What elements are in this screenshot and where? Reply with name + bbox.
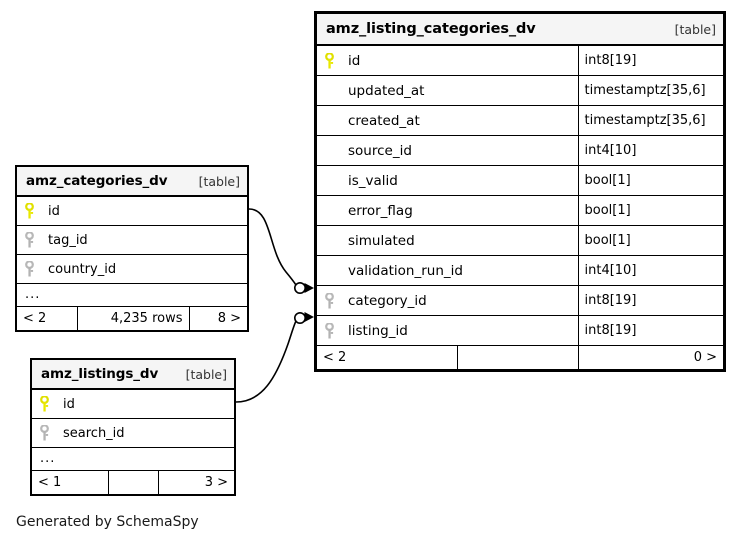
foreign-key-icon [40, 424, 59, 442]
relationship-endpoint-circle [293, 281, 306, 294]
no-key-spacer [325, 172, 344, 190]
row-count-label [456, 345, 578, 369]
table-row[interactable]: error_flag bool[1] [317, 195, 723, 226]
foreign-key-icon [325, 322, 344, 340]
column-type: bool[1] [577, 225, 723, 256]
table-header-row: amz_listing_categories_dv [table] [317, 14, 723, 46]
table-row[interactable]: tag_id [17, 225, 247, 255]
table-row[interactable]: validation_run_id int4[10] [317, 255, 723, 286]
column-name: listing_id [348, 322, 408, 339]
column-name: category_id [348, 292, 427, 309]
table-type-tag: [table] [185, 366, 227, 382]
no-key-spacer [325, 142, 344, 160]
relationship-categories-to-listing-categories [248, 208, 314, 294]
table-row[interactable]: listing_id int8[19] [317, 315, 723, 345]
table-row[interactable]: category_id int8[19] [317, 285, 723, 316]
primary-key-icon [40, 395, 59, 413]
table-title: amz_categories_dv [26, 173, 168, 189]
table-footer: < 2 0 > [317, 345, 723, 369]
table-amz-categories-dv[interactable]: amz_categories_dv [table] id [15, 165, 249, 332]
table-row[interactable]: search_id [32, 418, 234, 448]
column-name: validation_run_id [348, 262, 463, 279]
no-key-spacer [325, 232, 344, 250]
column-type: int8[19] [577, 315, 723, 345]
column-type: int4[10] [577, 135, 723, 166]
relationship-arrowhead [304, 283, 314, 293]
table-type-tag: [table] [198, 173, 240, 189]
more-columns-indicator: ... [32, 447, 234, 470]
column-name: simulated [348, 232, 415, 249]
column-type: int8[19] [577, 285, 723, 316]
column-name: source_id [348, 142, 412, 159]
more-columns-indicator: ... [17, 283, 247, 306]
column-type: bool[1] [577, 195, 723, 226]
column-type: timestamptz[35,6] [577, 105, 723, 136]
column-type: int8[19] [577, 44, 723, 76]
relationship-endpoint-circle [293, 311, 306, 324]
table-row[interactable]: source_id int4[10] [317, 135, 723, 166]
no-key-spacer [325, 202, 344, 220]
row-count-label: 4,235 rows [76, 306, 189, 330]
table-type-tag: [table] [674, 21, 716, 37]
primary-key-icon [25, 202, 44, 220]
column-name: id [63, 396, 75, 412]
table-row[interactable]: id [17, 195, 247, 226]
prev-page-button[interactable]: < 2 [17, 306, 77, 330]
foreign-key-icon [25, 260, 44, 278]
foreign-key-icon [25, 231, 44, 249]
column-name: error_flag [348, 202, 413, 219]
foreign-key-icon [325, 292, 344, 310]
column-name: updated_at [348, 82, 425, 99]
relationship-arrowhead [304, 312, 314, 322]
table-title: amz_listing_categories_dv [326, 21, 536, 37]
prev-page-button[interactable]: < 1 [32, 470, 108, 494]
column-name: created_at [348, 112, 420, 129]
column-name: tag_id [48, 232, 88, 248]
column-type: timestamptz[35,6] [577, 75, 723, 106]
no-key-spacer [325, 112, 344, 130]
no-key-spacer [325, 262, 344, 280]
table-row[interactable]: id int8[19] [317, 44, 723, 76]
table-amz-listing-categories-dv[interactable]: amz_listing_categories_dv [table] id [314, 11, 726, 372]
table-row[interactable]: updated_at timestamptz[35,6] [317, 75, 723, 106]
next-page-button[interactable]: 0 > [577, 345, 723, 369]
column-type: int4[10] [577, 255, 723, 286]
table-row[interactable]: country_id [17, 254, 247, 284]
table-footer: < 1 3 > [32, 470, 234, 494]
table-row[interactable]: simulated bool[1] [317, 225, 723, 256]
column-name: country_id [48, 261, 117, 277]
column-name: search_id [63, 425, 125, 441]
generated-by-note: Generated by SchemaSpy [16, 514, 199, 530]
next-page-button[interactable]: 3 > [157, 470, 234, 494]
no-key-spacer [325, 82, 344, 100]
table-header-row: amz_categories_dv [table] [17, 167, 247, 197]
row-count-label [107, 470, 158, 494]
table-row[interactable]: is_valid bool[1] [317, 165, 723, 196]
column-name: is_valid [348, 172, 398, 189]
prev-page-button[interactable]: < 2 [317, 345, 457, 369]
table-row[interactable]: created_at timestamptz[35,6] [317, 105, 723, 136]
next-page-button[interactable]: 8 > [188, 306, 247, 330]
primary-key-icon [325, 52, 344, 70]
column-type: bool[1] [577, 165, 723, 196]
table-row[interactable]: id [32, 388, 234, 419]
table-amz-listings-dv[interactable]: amz_listings_dv [table] id [30, 358, 236, 496]
column-name: id [348, 52, 361, 69]
table-title: amz_listings_dv [41, 366, 159, 382]
column-name: id [48, 203, 60, 219]
table-header-row: amz_listings_dv [table] [32, 360, 234, 390]
table-footer: < 2 4,235 rows 8 > [17, 306, 247, 330]
